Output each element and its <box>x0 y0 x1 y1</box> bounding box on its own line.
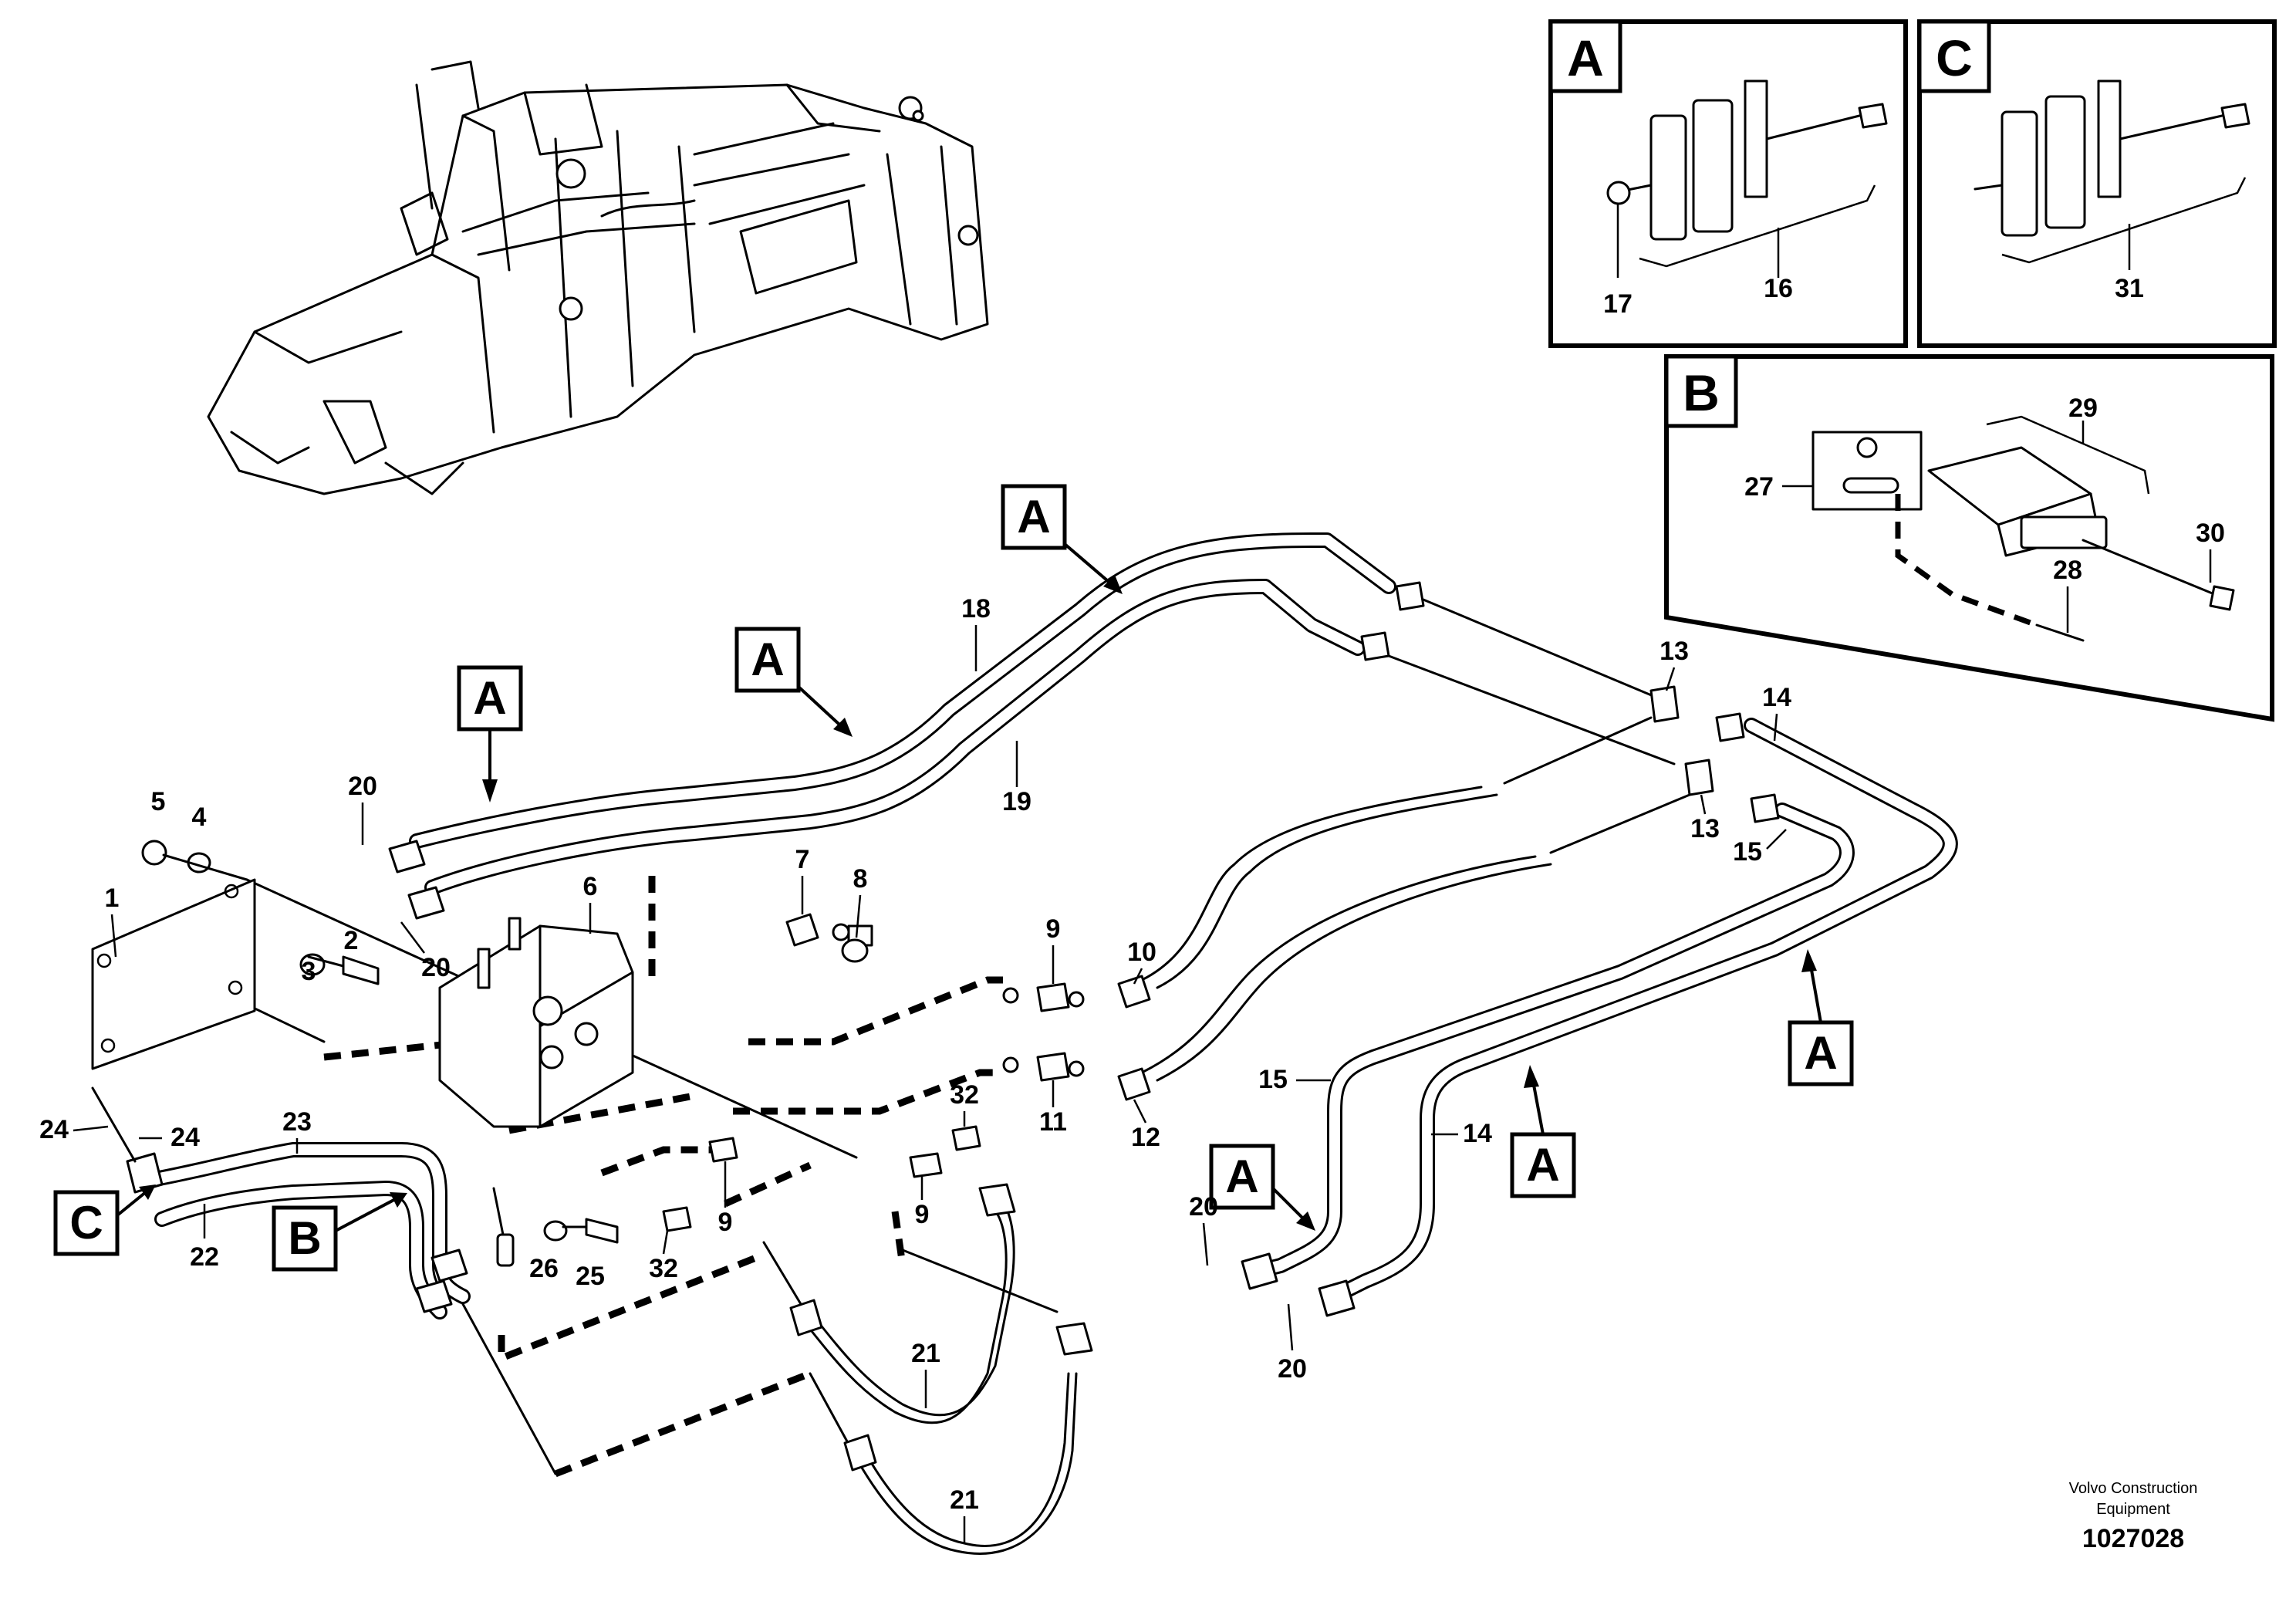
detail-c-label-31: 31 <box>2115 274 2144 303</box>
label-20a: 20 <box>348 772 377 801</box>
label-9b: 9 <box>718 1208 733 1237</box>
label-32a: 32 <box>950 1080 979 1110</box>
plate-part-1 <box>91 878 256 1070</box>
machine-frame-illustration <box>207 60 989 495</box>
detail-b-panel: B 29 27 30 28 <box>1664 354 2274 722</box>
label-13b: 13 <box>1690 814 1720 843</box>
detail-a-tag: A <box>1567 29 1604 86</box>
label-20d: 20 <box>1278 1354 1307 1384</box>
callout-a-5: A <box>1225 1151 1258 1202</box>
label-15a: 15 <box>1733 837 1762 867</box>
label-24a: 24 <box>39 1115 69 1144</box>
label-13a: 13 <box>1660 637 1689 666</box>
label-25: 25 <box>576 1262 605 1291</box>
hose-lines <box>130 532 1958 1555</box>
label-8: 8 <box>853 864 868 894</box>
detail-c-tag: C <box>1936 29 1973 86</box>
callout-a-6: A <box>1526 1139 1559 1191</box>
label-3: 3 <box>302 957 316 986</box>
callout-a-2: A <box>751 634 784 685</box>
label-9a: 9 <box>1046 914 1061 944</box>
label-14a: 14 <box>1762 683 1791 712</box>
label-11: 11 <box>1039 1107 1067 1137</box>
label-32b: 32 <box>649 1254 678 1283</box>
label-26: 26 <box>529 1254 559 1283</box>
label-12: 12 <box>1131 1123 1160 1152</box>
label-1: 1 <box>105 884 120 913</box>
detail-a-label-17: 17 <box>1603 289 1633 319</box>
label-6: 6 <box>583 872 598 901</box>
label-23: 23 <box>282 1107 312 1137</box>
callout-a-3: A <box>1017 491 1050 542</box>
callout-a-1: A <box>473 672 506 724</box>
callout-tags: A A A A A A B C <box>53 484 1854 1272</box>
label-9c: 9 <box>915 1200 930 1229</box>
label-19: 19 <box>1002 787 1032 816</box>
label-22: 22 <box>190 1242 219 1272</box>
footer-line-1: Volvo Construction <box>2069 1480 2198 1497</box>
valve-block-part-6 <box>438 924 634 1128</box>
detail-b-tag: B <box>1683 364 1720 421</box>
label-21b: 21 <box>950 1485 979 1515</box>
label-20b: 20 <box>421 953 451 982</box>
label-2: 2 <box>344 926 359 955</box>
callout-b: B <box>288 1212 321 1264</box>
callout-c: C <box>69 1197 103 1249</box>
detail-b-label-27: 27 <box>1744 472 1774 502</box>
label-15b: 15 <box>1258 1065 1288 1094</box>
label-14b: 14 <box>1463 1119 1492 1148</box>
label-20c: 20 <box>1189 1192 1218 1222</box>
drawing-id: 1027028 <box>2082 1524 2184 1553</box>
label-24b: 24 <box>171 1123 200 1152</box>
label-21a: 21 <box>911 1339 940 1368</box>
detail-b-label-29: 29 <box>2068 394 2098 423</box>
label-7: 7 <box>795 845 810 874</box>
label-5: 5 <box>151 787 166 816</box>
detail-c-panel: C 31 <box>1917 19 2277 348</box>
detail-b-label-30: 30 <box>2196 519 2225 548</box>
detail-b-label-28: 28 <box>2053 556 2082 585</box>
label-10: 10 <box>1127 938 1156 967</box>
footer-line-2: Equipment <box>2096 1501 2170 1518</box>
label-18: 18 <box>961 594 991 623</box>
label-4: 4 <box>192 803 207 832</box>
footer-credit: Volvo Construction Equipment 1027028 <box>2069 1480 2198 1553</box>
detail-a-panel: A 17 16 <box>1548 19 1908 348</box>
callout-a-4: A <box>1804 1027 1837 1079</box>
detail-a-label-16: 16 <box>1764 274 1793 303</box>
part-labels: 1 2 3 4 5 6 7 8 9 9 9 10 11 12 13 13 14 … <box>39 594 1791 1543</box>
fittings <box>91 581 1780 1472</box>
